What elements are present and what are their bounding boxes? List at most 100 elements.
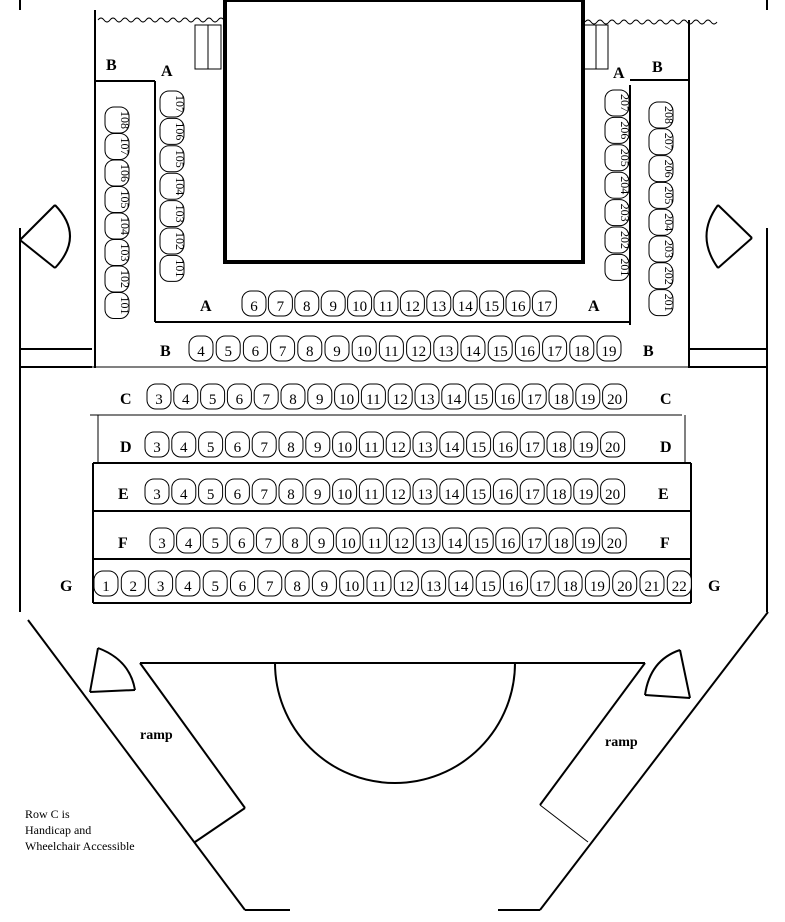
seat[interactable] xyxy=(573,431,599,458)
seat[interactable] xyxy=(278,431,304,458)
seat[interactable] xyxy=(531,290,557,317)
seat[interactable] xyxy=(280,383,306,410)
seat[interactable] xyxy=(441,383,467,410)
seat[interactable] xyxy=(332,478,358,505)
seat[interactable] xyxy=(604,199,630,227)
seat[interactable] xyxy=(557,570,583,597)
seat[interactable] xyxy=(332,431,358,458)
seat[interactable] xyxy=(475,570,501,597)
seat[interactable] xyxy=(284,570,310,597)
seat[interactable] xyxy=(604,171,630,199)
seat[interactable] xyxy=(546,478,572,505)
seat[interactable] xyxy=(320,290,346,317)
seat[interactable] xyxy=(176,527,202,554)
seat[interactable] xyxy=(149,527,175,554)
seat[interactable] xyxy=(198,431,224,458)
seat[interactable] xyxy=(648,208,674,236)
seat[interactable] xyxy=(448,570,474,597)
seat[interactable] xyxy=(347,290,373,317)
seat[interactable] xyxy=(358,478,384,505)
seat[interactable] xyxy=(144,431,170,458)
seat[interactable] xyxy=(334,383,360,410)
seat[interactable] xyxy=(548,527,574,554)
seat[interactable] xyxy=(542,335,568,362)
seat[interactable] xyxy=(198,478,224,505)
seat[interactable] xyxy=(226,383,252,410)
seat[interactable] xyxy=(604,89,630,117)
seat[interactable] xyxy=(93,570,119,597)
seat[interactable] xyxy=(433,335,459,362)
seat[interactable] xyxy=(242,335,268,362)
seat[interactable] xyxy=(575,383,601,410)
seat[interactable] xyxy=(530,570,556,597)
seat[interactable] xyxy=(487,335,513,362)
seat[interactable] xyxy=(159,254,185,282)
seat[interactable] xyxy=(241,290,267,317)
seat[interactable] xyxy=(230,570,255,597)
seat[interactable] xyxy=(412,431,438,458)
seat[interactable] xyxy=(468,383,494,410)
seat[interactable] xyxy=(546,431,572,458)
seat[interactable] xyxy=(604,226,630,254)
seat[interactable] xyxy=(479,290,505,317)
seat[interactable] xyxy=(159,117,185,145)
seat[interactable] xyxy=(521,527,547,554)
seat[interactable] xyxy=(224,478,250,505)
seat[interactable] xyxy=(604,253,630,281)
seat[interactable] xyxy=(421,570,447,597)
seat[interactable] xyxy=(600,431,626,458)
seat[interactable] xyxy=(200,383,226,410)
seat[interactable] xyxy=(297,335,323,362)
seat[interactable] xyxy=(460,335,486,362)
seat[interactable] xyxy=(358,431,384,458)
seat[interactable] xyxy=(171,478,197,505)
seat[interactable] xyxy=(439,431,465,458)
seat[interactable] xyxy=(604,144,630,172)
seat[interactable] xyxy=(505,290,531,317)
seat[interactable] xyxy=(309,527,335,554)
seat[interactable] xyxy=(324,335,350,362)
seat[interactable] xyxy=(267,290,293,317)
seat[interactable] xyxy=(648,289,674,317)
seat[interactable] xyxy=(120,570,146,597)
seat[interactable] xyxy=(548,383,574,410)
seat[interactable] xyxy=(406,335,432,362)
seat[interactable] xyxy=(351,335,377,362)
seat[interactable] xyxy=(366,570,392,597)
seat[interactable] xyxy=(466,431,492,458)
seat[interactable] xyxy=(584,570,610,597)
seat[interactable] xyxy=(385,431,411,458)
seat[interactable] xyxy=(468,527,494,554)
seat[interactable] xyxy=(399,290,425,317)
seat[interactable] xyxy=(573,478,599,505)
seat[interactable] xyxy=(159,172,185,200)
seat[interactable] xyxy=(282,527,308,554)
seat[interactable] xyxy=(648,101,674,129)
seat[interactable] xyxy=(519,431,545,458)
seat[interactable] xyxy=(373,290,399,317)
seat[interactable] xyxy=(202,527,228,554)
seat[interactable] xyxy=(339,570,365,597)
seat[interactable] xyxy=(251,431,277,458)
seat[interactable] xyxy=(514,335,540,362)
seat[interactable] xyxy=(604,116,630,144)
seat[interactable] xyxy=(307,383,333,410)
seat[interactable] xyxy=(600,478,626,505)
seat[interactable] xyxy=(270,335,296,362)
seat[interactable] xyxy=(596,335,622,362)
seat[interactable] xyxy=(251,478,277,505)
seat[interactable] xyxy=(466,478,492,505)
seat[interactable] xyxy=(146,383,172,410)
seat[interactable] xyxy=(519,478,545,505)
seat[interactable] xyxy=(575,527,601,554)
seat[interactable] xyxy=(215,335,241,362)
seat[interactable] xyxy=(494,383,520,410)
seat[interactable] xyxy=(188,335,214,362)
seat[interactable] xyxy=(385,478,411,505)
seat[interactable] xyxy=(492,431,518,458)
seat[interactable] xyxy=(495,527,521,554)
seat[interactable] xyxy=(173,383,199,410)
seat[interactable] xyxy=(601,527,627,554)
seat[interactable] xyxy=(175,570,201,597)
seat[interactable] xyxy=(305,431,331,458)
